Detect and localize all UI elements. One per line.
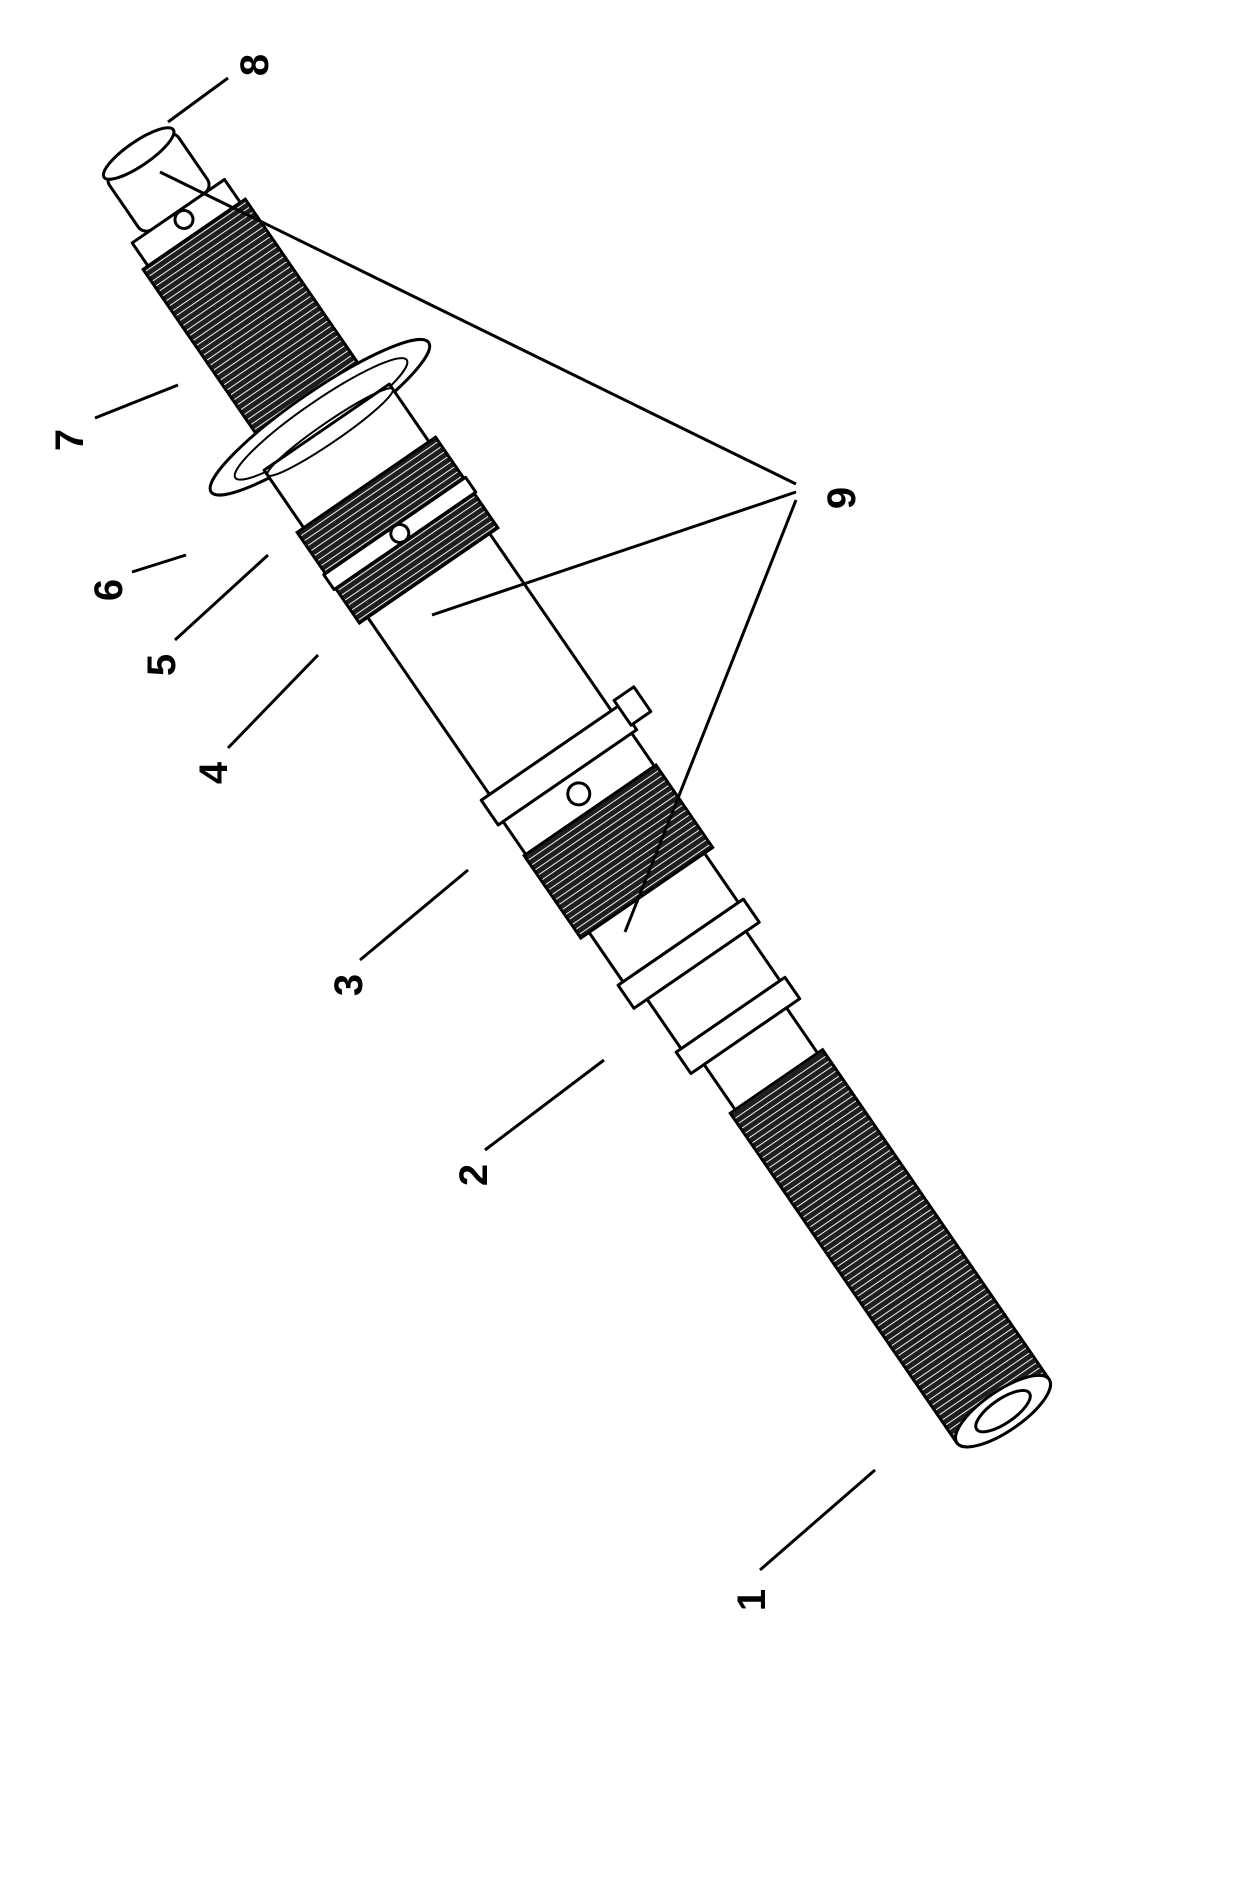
callout-2: 2 — [452, 1164, 496, 1186]
part-8-pilot-face — [101, 126, 176, 181]
callout-6: 6 — [87, 579, 131, 601]
leader-9-c — [623, 499, 798, 933]
part-1-input-splines — [728, 1047, 1052, 1445]
leader-5 — [173, 553, 270, 642]
leader-lines — [94, 76, 876, 1572]
oil-hole-middle — [389, 522, 411, 544]
input-end-bore — [974, 1388, 1032, 1434]
callout-4: 4 — [192, 761, 236, 784]
leader-4 — [226, 653, 320, 750]
leader-6 — [131, 553, 187, 574]
leader-9-b — [431, 490, 797, 617]
leader-1 — [759, 1468, 876, 1572]
oil-hole-pilot — [173, 208, 195, 230]
callout-labels: 1 2 3 4 5 6 7 8 9 — [48, 54, 864, 1611]
leader-3 — [359, 868, 469, 962]
leader-7 — [94, 383, 179, 420]
callout-7: 7 — [48, 429, 92, 451]
journal-edge — [266, 387, 395, 477]
leader-2 — [484, 1058, 605, 1152]
callout-1: 1 — [730, 1589, 774, 1611]
callout-8: 8 — [233, 54, 277, 76]
shaft — [101, 126, 1053, 1449]
callout-5: 5 — [140, 654, 184, 676]
leader-8 — [167, 76, 229, 124]
callout-3: 3 — [327, 974, 371, 996]
sleeve-key — [612, 685, 653, 727]
leader-9-a — [159, 170, 797, 486]
callout-9: 9 — [820, 487, 864, 509]
oil-hole-sleeve — [566, 781, 592, 807]
